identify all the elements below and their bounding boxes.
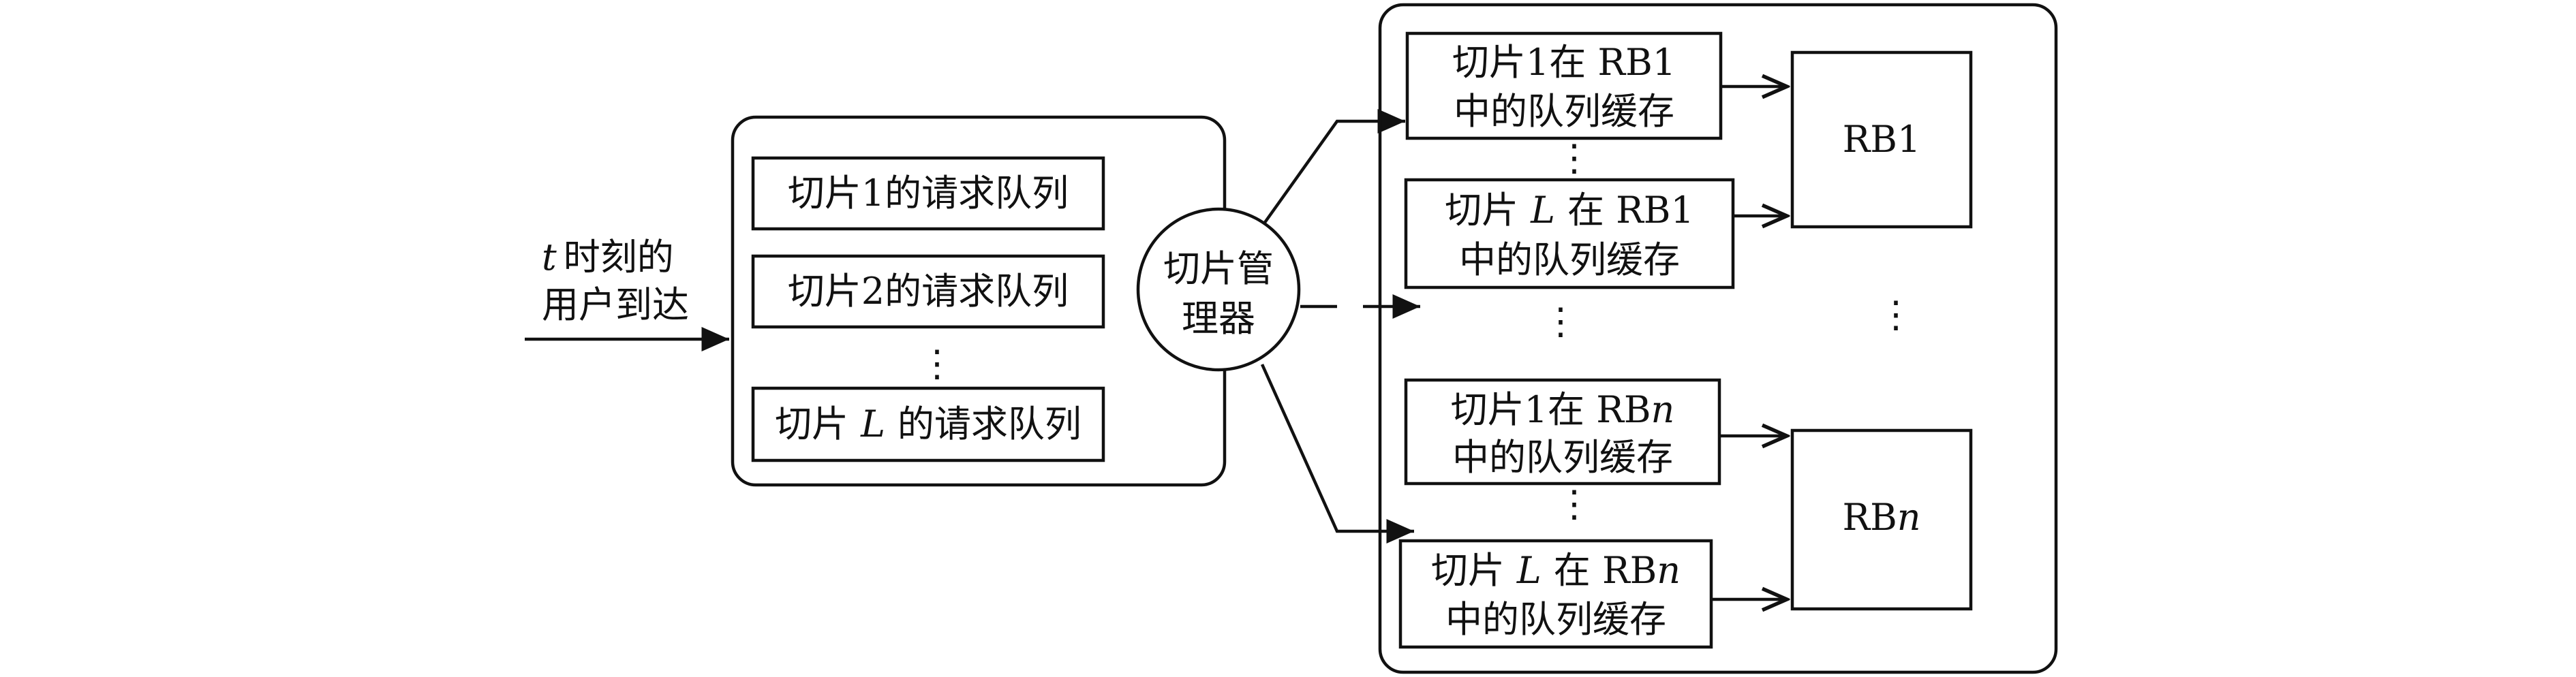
slice-manager-circle — [1136, 207, 1301, 372]
buffer-sliceL-rbn-line1: 切片 L 在 RBn — [1431, 549, 1681, 592]
queue-label-sliceL: 切片 L 的请求队列 — [775, 403, 1082, 445]
resource-block-rbn-pre: RB — [1842, 496, 1897, 539]
time-variable: t — [542, 236, 557, 279]
buffer-sliceL-rb1-line1: 切片 L 在 RB1 — [1445, 189, 1694, 232]
resource-block-ellipsis: ⋮ — [1877, 293, 1914, 336]
buffer-ellipsis-middle: ⋮ — [1542, 300, 1579, 343]
buffer-slice1-rbn-var: n — [1651, 388, 1675, 431]
queue-box-slice2 — [751, 254, 1105, 329]
buffer-ellipsis-rb1: ⋮ — [1556, 136, 1593, 179]
buffer-sliceL-rb1-line2: 中的队列缓存 — [1459, 238, 1680, 281]
buffer-sliceL-rb1 — [1404, 178, 1735, 289]
dispatch-arrow-bottom — [1260, 364, 1414, 544]
queue-box-slice1 — [751, 156, 1105, 231]
queue-label-slice2: 切片2的请求队列 — [788, 270, 1069, 313]
slice-manager-line1: 切片管 — [1163, 247, 1274, 290]
dispatch-arrow-top — [1263, 109, 1405, 225]
slice-manager: 切片管 理器 — [1136, 207, 1301, 372]
rb-buffers-frame — [1378, 3, 2058, 674]
buffer-slice1-rbn — [1404, 378, 1721, 486]
buffer-slice1-rb1 — [1405, 31, 1723, 140]
buffer-slice1-rb1-line1: 切片1在 RB1 — [1452, 41, 1676, 84]
arrival-label-text: 时刻的 — [564, 236, 674, 279]
resource-block-rb1 — [1790, 50, 1973, 229]
buffer-sliceL-rb1-pre: 切片 — [1445, 189, 1518, 232]
buffer-slice1-rbn-line1: 切片1在 RBn — [1451, 388, 1675, 431]
buffer-sliceL-rbn-mid: 在 RB — [1554, 549, 1657, 592]
resource-block-rb1-label: RB1 — [1843, 118, 1921, 161]
buffer-sliceL-rb1-var: L — [1530, 189, 1555, 232]
buffer-slice1-rbn-line2: 中的队列缓存 — [1452, 436, 1673, 479]
queue-box-sliceL — [751, 386, 1105, 462]
slice-manager-line2: 理器 — [1182, 297, 1255, 340]
buffer-sliceL-rb1-post: 在 RB1 — [1567, 189, 1694, 232]
dispatch-arrows — [1260, 109, 1420, 544]
queue-ellipsis: ⋮ — [919, 342, 955, 385]
resource-block-rbn-var: n — [1897, 496, 1921, 539]
buffer-sliceL-rbn-pre: 切片 — [1431, 549, 1505, 592]
queue-label-sliceL-post: 的请求队列 — [898, 403, 1082, 445]
queue-label-sliceL-var: L — [860, 403, 885, 445]
buffer-sliceL-rbn-var: L — [1516, 549, 1542, 592]
resource-block-buffers: 切片1在 RB1 中的队列缓存 ⋮ 切片 L 在 RB1 中的队列缓存 ⋮ 切片1在… — [1378, 3, 2058, 674]
request-queues-group: 切片1的请求队列 切片2的请求队列 ⋮ 切片 L 的请求队列 — [731, 115, 1227, 487]
queue-label-slice1: 切片1的请求队列 — [788, 172, 1069, 215]
resource-block-rbn-label: RBn — [1842, 496, 1920, 539]
queue-label-sliceL-pre: 切片 — [775, 403, 848, 445]
arrival-label-line2: 用户到达 — [542, 283, 689, 326]
buffer-sliceL-rbn — [1398, 539, 1713, 649]
buffer-slice1-rb1-line2: 中的队列缓存 — [1454, 90, 1674, 133]
buffer-ellipsis-rbn: ⋮ — [1556, 482, 1593, 525]
resource-block-rbn — [1790, 428, 1973, 611]
buffer-sliceL-rbn-var2: n — [1657, 549, 1681, 592]
buffer-slice1-rbn-pre: 切片1在 RB — [1451, 388, 1651, 431]
buffer-sliceL-rbn-line2: 中的队列缓存 — [1445, 598, 1666, 641]
